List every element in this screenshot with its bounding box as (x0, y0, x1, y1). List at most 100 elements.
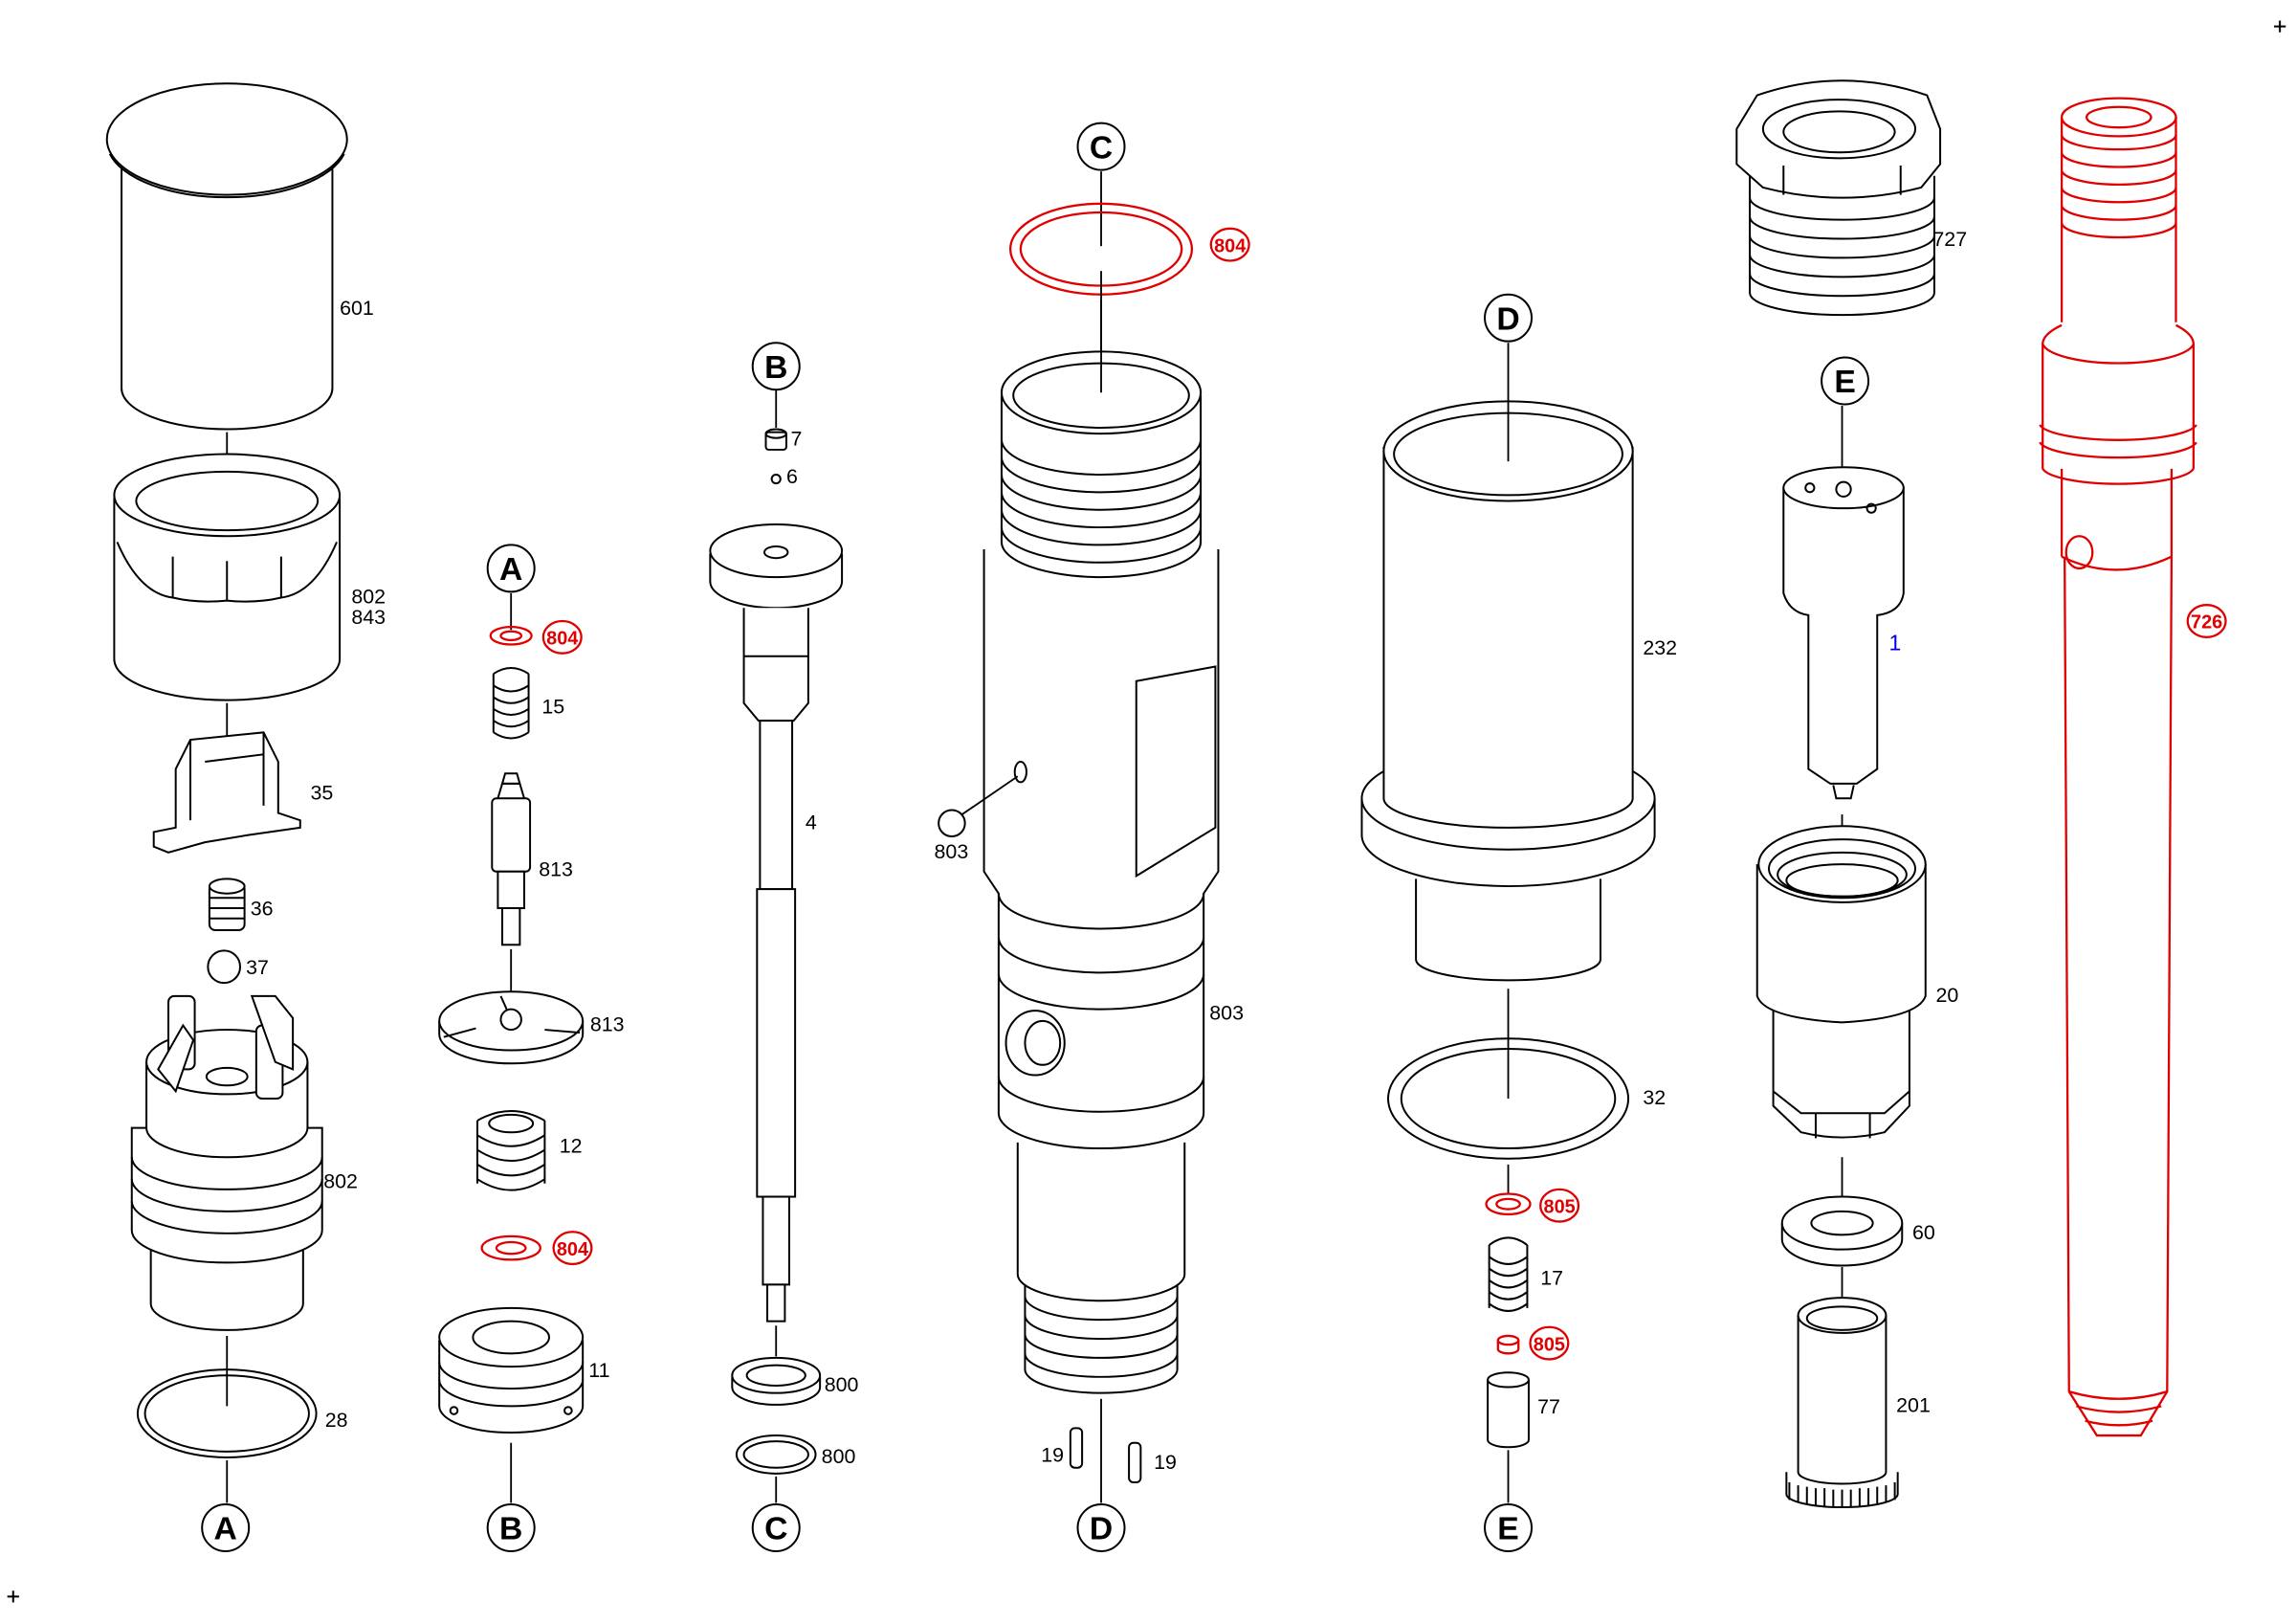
part-813-disc[interactable] (438, 990, 585, 1065)
part-201-sleeve[interactable] (1785, 1297, 1899, 1509)
label-77: 77 (1537, 1395, 1560, 1418)
label-11: 11 (588, 1359, 609, 1382)
part-11-nut[interactable] (438, 1306, 585, 1434)
part-802-body[interactable] (130, 994, 323, 1331)
part-35-clip[interactable] (152, 731, 301, 854)
svg-text:804: 804 (546, 629, 578, 650)
part-802-843-nut[interactable] (113, 453, 342, 701)
part-813-pin[interactable] (491, 772, 532, 946)
label-232: 232 (1643, 636, 1677, 659)
part-800-ring-top[interactable] (731, 1356, 822, 1406)
label-6: 6 (786, 465, 798, 488)
part-17-spring[interactable] (1488, 1236, 1529, 1312)
part-37-ball[interactable] (207, 949, 242, 985)
svg-text:C: C (764, 1512, 787, 1547)
part-800-ring-bottom[interactable] (735, 1434, 817, 1475)
label-7: 7 (791, 427, 803, 450)
svg-text:804: 804 (1214, 235, 1246, 256)
label-36: 36 (251, 898, 274, 921)
svg-text:E: E (1497, 1512, 1518, 1547)
label-19-left: 19 (1041, 1444, 1064, 1467)
label-19-right: 19 (1154, 1451, 1177, 1474)
highlight-label-804-a[interactable]: 804 (541, 619, 583, 655)
label-35: 35 (310, 782, 333, 805)
label-813-disc: 813 (590, 1013, 625, 1036)
highlight-label-726[interactable]: 726 (2186, 604, 2227, 639)
part-232-sleeve[interactable] (1360, 400, 1656, 982)
svg-text:E: E (1834, 365, 1855, 400)
ref-circle-E-bottom[interactable]: E (1484, 1502, 1534, 1552)
part-601-cap[interactable] (105, 82, 348, 431)
part-4-valve[interactable] (709, 523, 844, 1323)
part-727-nut[interactable] (1735, 79, 1942, 317)
svg-text:B: B (499, 1512, 522, 1547)
ref-circle-A-bottom[interactable]: A (201, 1502, 251, 1552)
part-1-nozzle[interactable] (1782, 466, 1905, 800)
part-6-ball[interactable] (770, 473, 782, 485)
part-20-nozzle-nut[interactable] (1755, 825, 1927, 1139)
part-804-washer-top[interactable] (489, 625, 533, 646)
svg-text:C: C (1090, 130, 1113, 166)
svg-text:B: B (764, 350, 787, 386)
ref-circle-B-top[interactable]: B (751, 342, 801, 391)
highlight-label-805-b[interactable]: 805 (1529, 1325, 1570, 1361)
ref-circle-D-top[interactable]: D (1484, 293, 1534, 343)
part-28-o-ring[interactable] (136, 1368, 318, 1458)
label-20: 20 (1935, 984, 1958, 1007)
label-37: 37 (246, 956, 269, 979)
ref-circle-E-top[interactable]: E (1821, 356, 1870, 406)
label-15: 15 (541, 695, 564, 718)
svg-text:805: 805 (1534, 1334, 1565, 1355)
label-803: 803 (1209, 1001, 1244, 1024)
label-813-pin: 813 (539, 857, 573, 880)
corner-mark (2274, 20, 2286, 33)
part-15-spring[interactable] (492, 667, 530, 740)
label-32: 32 (1643, 1086, 1666, 1109)
part-803-ball[interactable] (938, 775, 1019, 838)
label-60: 60 (1912, 1221, 1935, 1244)
highlight-label-805-a[interactable]: 805 (1539, 1188, 1580, 1223)
part-805-washer-bottom[interactable] (1496, 1334, 1520, 1355)
highlight-label-804-c[interactable]: 804 (1209, 227, 1250, 262)
label-800-bottom: 800 (822, 1445, 856, 1468)
part-32-o-ring[interactable] (1387, 1037, 1630, 1160)
ref-circle-C-bottom[interactable]: C (751, 1502, 801, 1552)
label-28: 28 (325, 1409, 348, 1432)
part-60-washer[interactable] (1780, 1195, 1904, 1267)
label-843: 843 (351, 606, 386, 629)
label-803-ball: 803 (935, 840, 969, 863)
part-19-pin-left[interactable] (1069, 1427, 1084, 1469)
svg-text:A: A (499, 552, 522, 588)
svg-text:D: D (1090, 1512, 1113, 1547)
part-12-spring[interactable] (475, 1110, 546, 1191)
part-36-screw[interactable] (208, 878, 246, 931)
label-1-nozzle: 1 (1888, 631, 1901, 656)
ref-circle-A-top[interactable]: A (486, 544, 536, 593)
svg-text:804: 804 (557, 1239, 588, 1260)
label-800-top: 800 (825, 1373, 859, 1396)
label-802-body: 802 (323, 1169, 358, 1192)
highlight-label-804-b[interactable]: 804 (552, 1231, 593, 1266)
label-4: 4 (806, 811, 817, 834)
part-7-sleeve[interactable] (764, 428, 787, 451)
svg-text:A: A (214, 1512, 237, 1547)
part-726-pressure-pipe[interactable] (2039, 97, 2197, 1437)
svg-text:D: D (1496, 301, 1519, 337)
ref-circle-D-bottom[interactable]: D (1076, 1502, 1126, 1552)
part-803-body[interactable] (982, 350, 1220, 1394)
svg-text:726: 726 (2191, 612, 2222, 634)
label-17: 17 (1540, 1266, 1563, 1289)
part-805-washer-top[interactable] (1485, 1192, 1532, 1216)
part-77-pin[interactable] (1487, 1371, 1530, 1449)
svg-text:805: 805 (1544, 1196, 1576, 1217)
part-804-washer-bottom[interactable] (480, 1234, 541, 1261)
ref-circle-C-top[interactable]: C (1076, 122, 1126, 171)
label-601: 601 (340, 297, 374, 320)
ref-circle-B-bottom[interactable]: B (486, 1502, 536, 1552)
label-12: 12 (560, 1135, 583, 1158)
corner-mark (7, 1590, 19, 1603)
label-802: 802 (351, 586, 386, 609)
part-19-pin-right[interactable] (1128, 1441, 1142, 1484)
label-201: 201 (1896, 1394, 1931, 1417)
